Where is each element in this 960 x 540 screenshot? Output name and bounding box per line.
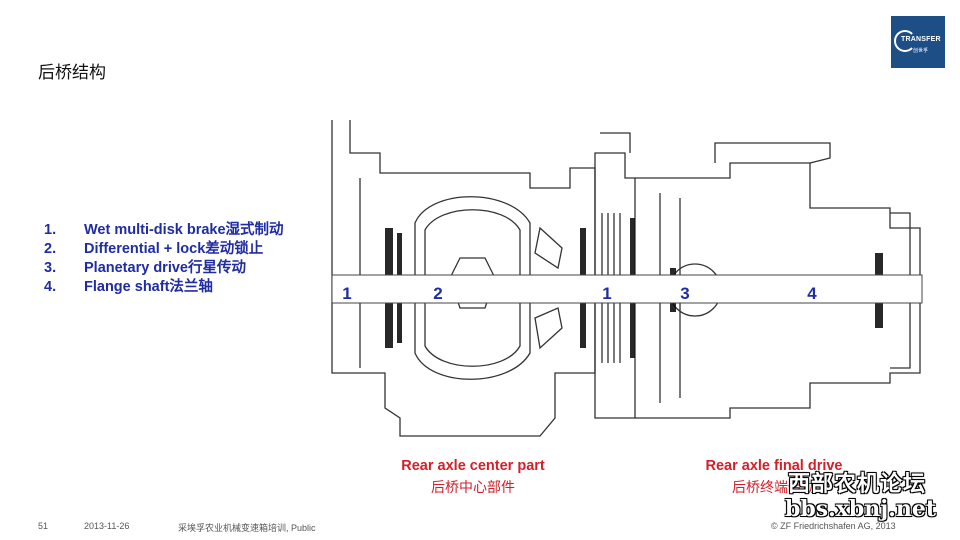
legend-number: 3.: [44, 260, 57, 276]
footer-page-number: 51: [38, 521, 49, 531]
diagram-label-flange-shaft: 4: [807, 284, 817, 303]
legend-text: Differential + lock差动锁止: [84, 241, 264, 257]
legend-number: 1.: [44, 222, 57, 238]
caption-center-en: Rear axle center part: [401, 458, 545, 474]
logo-ring-icon: [894, 30, 916, 52]
diagram-label-brake-left: 1: [342, 284, 351, 303]
watermark-url: bbs.xbnj.net: [785, 496, 937, 522]
footer-copyright: © ZF Friedrichshafen AG, 2013: [771, 521, 896, 531]
legend-text: Wet multi-disk brake湿式制动: [84, 222, 284, 238]
caption-center-cn: 后桥中心部件: [431, 480, 515, 496]
legend-item: 1. Wet multi-disk brake湿式制动: [44, 221, 284, 240]
caption-final-cn: 后桥终端传动: [732, 480, 816, 496]
diagram-label-differential: 2: [433, 284, 442, 303]
caption-final-drive: Rear axle final drive 后桥终端传动: [684, 458, 864, 497]
slide-title: 后桥结构: [38, 63, 106, 83]
rear-axle-cross-section-diagram: 1 2 1 3 4: [331, 120, 923, 437]
legend-item: 4. Flange shaft法兰轴: [44, 278, 284, 297]
logo-sub-text: 创世孚: [913, 48, 929, 54]
legend-text: Planetary drive行星传动: [84, 260, 246, 276]
legend-text: Flange shaft法兰轴: [84, 279, 213, 295]
legend-item: 3. Planetary drive行星传动: [44, 259, 284, 278]
legend-number: 4.: [44, 279, 57, 295]
diagram-label-planetary: 3: [680, 284, 689, 303]
watermark-forum-name: 西部农机论坛: [788, 471, 927, 497]
caption-center-part: Rear axle center part 后桥中心部件: [383, 458, 563, 497]
diagram-label-brake-right: 1: [602, 284, 611, 303]
legend-number: 2.: [44, 241, 57, 257]
logo-brand-text: TRANSFER: [901, 36, 941, 43]
footer-info: 采埃孚农业机械变速箱培训, Public: [178, 523, 316, 533]
legend-item: 2. Differential + lock差动锁止: [44, 240, 284, 259]
caption-final-en: Rear axle final drive: [705, 458, 843, 474]
component-legend: 1. Wet multi-disk brake湿式制动 2. Differentia…: [44, 221, 284, 297]
transfer-logo: TRANSFER 创世孚: [891, 16, 945, 68]
footer-date: 2013-11-26: [84, 521, 130, 531]
